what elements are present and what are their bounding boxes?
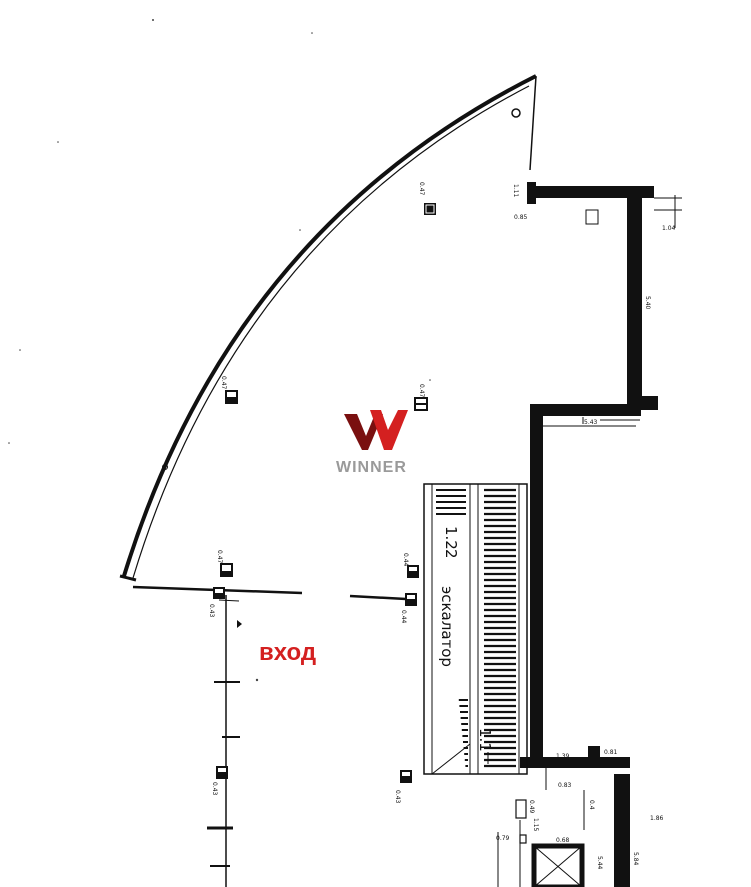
dim-16: 0.49: [528, 800, 535, 814]
dim-8: 0.83: [558, 782, 572, 789]
facade-marker: [162, 464, 168, 470]
winner-logo-mark-left: [344, 414, 383, 450]
column-label-3: 0.47: [418, 384, 425, 398]
column-label-9: 0.43: [394, 790, 401, 804]
dim-5: 5.43: [584, 419, 598, 426]
escalator-level-top: 1.2: [442, 526, 460, 550]
winner-logo: WINNER: [336, 410, 408, 476]
dim-13: 1.86: [650, 815, 664, 822]
column-label-1: 0.47: [418, 182, 425, 196]
dim-10: 0.79: [496, 835, 510, 842]
dim-14: 5.44: [596, 856, 603, 870]
columns: 0.47 0.47 0.47 0.47 0.44 0.44 0.43 0.43: [208, 182, 436, 804]
dim-11: 0.68: [556, 837, 570, 844]
entrance-arrow: [237, 620, 242, 628]
entrance-label: вход: [259, 639, 316, 666]
column-8: 0.43: [211, 766, 228, 796]
escalator-number: 2: [442, 549, 460, 559]
wall-details: [497, 195, 682, 887]
column-label-8: 0.43: [211, 782, 218, 796]
column-9: 0.43: [394, 770, 412, 804]
escalator-steps: [484, 488, 516, 768]
column-label-6: 0.44: [400, 610, 407, 624]
winner-logo-text: WINNER: [336, 459, 407, 476]
escalator-level-bottom: 1.1: [476, 728, 494, 752]
escalator-steps-left: [436, 489, 468, 767]
escalator-label: эскалатор: [438, 586, 456, 667]
scan-noise: [8, 19, 431, 682]
column-5: 0.44: [402, 553, 419, 578]
column-1: 0.47: [418, 182, 436, 215]
dim-7: 0.81: [604, 749, 618, 756]
dim-2: 0.85: [514, 214, 528, 221]
dim-9: 1.15: [532, 818, 539, 832]
column-7: 0.43: [208, 587, 225, 618]
column-6: 0.44: [400, 593, 417, 624]
dim-4: 1.04: [662, 225, 676, 232]
escalator: [423, 483, 528, 775]
exterior-walls: [520, 182, 658, 887]
dim-12: 0.4: [588, 800, 595, 810]
column-4: 0.47: [216, 550, 233, 577]
dim-1: 1.11: [512, 184, 519, 198]
column-3: 0.47: [414, 384, 428, 411]
corner-marker: [511, 108, 521, 118]
dim-6: 1.39: [556, 753, 570, 760]
partition-line: [207, 595, 240, 887]
dim-15: 5.84: [632, 852, 639, 866]
dimension-labels: 1.11 0.85 5.40 1.04 5.43 1.39 0.81 0.83 …: [496, 184, 676, 870]
column-label-7: 0.43: [208, 604, 215, 618]
entrance-wall: [132, 585, 407, 602]
dim-3: 5.40: [644, 296, 651, 310]
lower-room: [515, 799, 585, 887]
column-label-5: 0.44: [402, 553, 409, 567]
column-2: 0.47: [220, 376, 238, 404]
winner-logo-mark-right: [370, 410, 408, 450]
column-label-4: 0.47: [216, 550, 223, 564]
curved-facade: [119, 74, 537, 582]
column-label-2: 0.47: [220, 376, 227, 390]
